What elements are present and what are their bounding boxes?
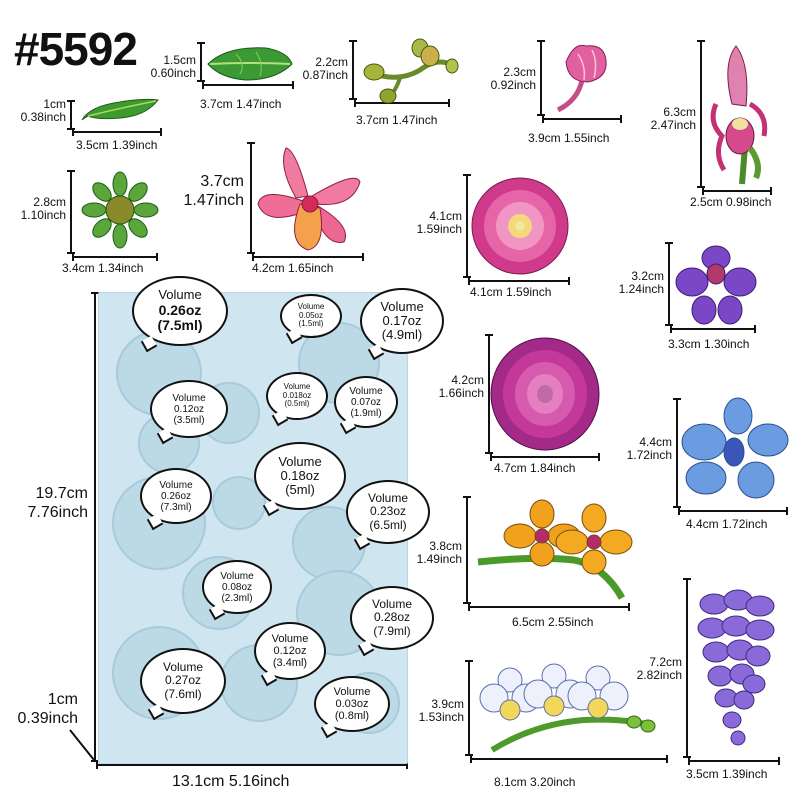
sepal-width: 3.4cm 1.34inch xyxy=(62,261,144,275)
bud-pink-image xyxy=(556,44,607,113)
height-bracket xyxy=(349,40,357,100)
height-bracket xyxy=(247,142,255,254)
dahlia-pink-image xyxy=(471,177,569,275)
width-bracket xyxy=(470,755,668,763)
height-bracket xyxy=(683,578,691,758)
bud-pink-width: 3.9cm 1.55inch xyxy=(528,131,610,145)
orchid-white-width: 8.1cm 3.20inch xyxy=(494,775,576,789)
width-bracket xyxy=(72,253,158,261)
dahlia-pink-width: 4.1cm 1.59inch xyxy=(470,285,552,299)
height-bracket xyxy=(485,334,493,454)
orchid-blue-image xyxy=(681,397,789,499)
orchid-yellow-image xyxy=(477,499,633,600)
height-bracket xyxy=(463,174,471,278)
product-code: #5592 xyxy=(14,23,138,75)
width-bracket xyxy=(490,453,600,461)
height-bracket xyxy=(67,100,75,130)
height-bracket xyxy=(197,42,205,82)
wisteria-width: 3.5cm 1.39inch xyxy=(686,767,768,781)
orchid-purple-image xyxy=(675,245,757,325)
leaf-small-width: 3.5cm 1.39inch xyxy=(76,138,158,152)
height-bracket xyxy=(463,496,471,604)
buds-width: 3.7cm 1.47inch xyxy=(356,113,438,127)
width-bracket xyxy=(72,128,162,136)
orchid-yellow-width: 6.5cm 2.55inch xyxy=(512,615,594,629)
mold-height-bracket xyxy=(91,292,99,762)
dahlia-purple-width: 4.7cm 1.84inch xyxy=(494,461,576,475)
leaf-large-width: 3.7cm 1.47inch xyxy=(200,97,282,111)
mold-width-bracket xyxy=(96,761,408,769)
orchid-white-image xyxy=(479,663,656,753)
width-bracket xyxy=(542,115,622,123)
height-bracket xyxy=(665,242,673,326)
slipper-width: 2.5cm 0.98inch xyxy=(690,195,772,209)
width-bracket xyxy=(468,603,630,611)
wisteria-image xyxy=(697,589,775,746)
width-bracket xyxy=(202,81,294,89)
slipper-orchid-image xyxy=(710,45,768,185)
height-bracket xyxy=(697,40,705,188)
orchid-purple-width: 3.3cm 1.30inch xyxy=(668,337,750,351)
cymbidium-image xyxy=(257,147,361,251)
thickness-line xyxy=(69,729,95,761)
buds-image xyxy=(363,38,459,104)
mold-width: 13.1cm 5.16inch xyxy=(172,773,290,790)
height-bracket xyxy=(67,170,75,254)
cymbidium-width: 4.2cm 1.65inch xyxy=(252,261,334,275)
width-bracket xyxy=(678,507,788,515)
height-bracket xyxy=(465,660,473,756)
leaf-small-image xyxy=(81,98,159,121)
width-bracket xyxy=(468,277,570,285)
width-bracket xyxy=(702,187,772,195)
height-bracket xyxy=(673,398,681,508)
dahlia-purple-image xyxy=(490,337,600,451)
orchid-blue-width: 4.4cm 1.72inch xyxy=(686,517,768,531)
width-bracket xyxy=(670,325,756,333)
width-bracket xyxy=(252,253,364,261)
leaf-large-image xyxy=(207,47,293,81)
width-bracket xyxy=(688,757,780,765)
width-bracket xyxy=(354,99,450,107)
height-bracket xyxy=(537,40,545,116)
sepal-star-image xyxy=(81,171,159,249)
